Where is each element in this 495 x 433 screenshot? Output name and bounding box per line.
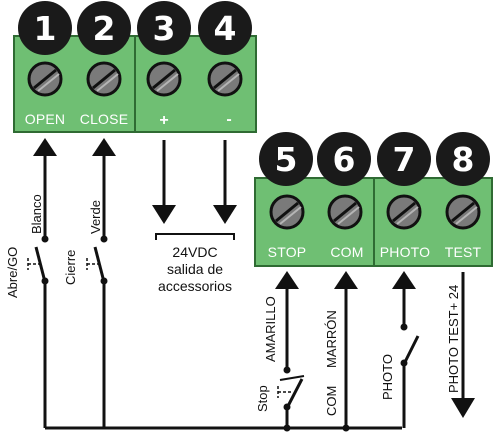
terminal-1[interactable]: 1 OPEN (18, 1, 72, 127)
terminal-block-1: 1 OPEN 2 CLOSE 3 (13, 1, 257, 133)
stop-switch-label: Stop (255, 385, 270, 412)
accessory-line-1: 24VDC (172, 244, 217, 260)
terminal-7-label: PHOTO (380, 244, 431, 260)
terminal-2-number: 2 (93, 9, 116, 48)
terminal-8[interactable]: 8 TEST (436, 132, 490, 260)
com-wire-arrowhead (334, 271, 358, 289)
terminal-6-badge (317, 132, 371, 186)
terminal-3-number: 3 (153, 9, 176, 48)
terminal-5-badge (259, 132, 313, 186)
terminal-4[interactable]: 4 - (198, 1, 252, 128)
terminal-2-badge (77, 1, 131, 55)
terminal-6-screw-icon[interactable] (327, 194, 363, 230)
terminal-4-number: 4 (214, 9, 237, 48)
terminal-2-label: CLOSE (80, 111, 128, 127)
stop-switch-arm (285, 378, 304, 409)
switch-dots (41, 235, 408, 432)
terminal-4-label: - (226, 111, 231, 128)
accessory-plus-arrowhead (152, 205, 176, 224)
stop-wire-label: AMARILLO (263, 296, 278, 362)
actuator-symbols (27, 258, 292, 398)
com-wire-label: MARRÓN (324, 310, 339, 368)
terminal-3-badge (137, 1, 191, 55)
terminal-4-screw-icon[interactable] (207, 61, 243, 97)
terminal-8-number: 8 (452, 140, 475, 179)
stop-switch-bar (279, 375, 305, 381)
photo-switch-arm (402, 335, 420, 365)
terminal-1-badge (18, 1, 72, 55)
terminal-8-screw-icon[interactable] (445, 194, 481, 230)
terminal-2-screw-icon[interactable] (86, 61, 122, 97)
terminal-block-2: 5 STOP 6 COM 7 (254, 132, 493, 267)
terminal-6[interactable]: 6 COM (317, 132, 371, 260)
stop-wire-arrowhead (275, 271, 299, 289)
terminal-5-screw-icon[interactable] (269, 194, 305, 230)
close-switch-arm (93, 246, 106, 283)
close-switch-label: Cierre (63, 250, 78, 285)
terminal-8-badge (436, 132, 490, 186)
terminal-2[interactable]: 2 CLOSE (77, 1, 131, 127)
open-wire-label: Blanco (29, 194, 44, 234)
photo-test-label: PHOTO TEST+ 24 (446, 285, 461, 393)
open-switch-label: Abre/GO (5, 247, 20, 298)
open-wire-arrowhead (33, 138, 57, 156)
terminal-1-screw-icon[interactable] (27, 61, 63, 97)
terminal-7[interactable]: 7 PHOTO (377, 132, 431, 260)
photo-contact-label: PHOTO (380, 354, 395, 400)
terminal-8-label: TEST (445, 244, 482, 260)
terminal-4-badge (198, 1, 252, 55)
photo-wire-arrowhead (392, 271, 416, 289)
open-switch-arm (34, 246, 47, 283)
terminal-5-label: STOP (268, 244, 307, 260)
accessory-minus-arrowhead (213, 205, 237, 224)
terminal-5-number: 5 (275, 140, 298, 179)
terminal-6-number: 6 (333, 140, 356, 179)
close-wire-arrowhead (92, 138, 116, 156)
accessory-bracket (155, 233, 235, 240)
terminal-3-label: + (159, 112, 168, 129)
terminal-3[interactable]: 3 + (137, 1, 191, 129)
accessory-line-2: salida de (167, 261, 223, 277)
terminal-7-badge (377, 132, 431, 186)
terminal-7-number: 7 (393, 140, 416, 179)
photo-test-arrowhead (451, 398, 475, 418)
com-bottom-label: COM (324, 386, 339, 416)
terminal-6-label: COM (330, 244, 363, 260)
terminal-5[interactable]: 5 STOP (259, 132, 313, 260)
terminal-1-number: 1 (34, 9, 57, 48)
terminal-7-screw-icon[interactable] (386, 194, 422, 230)
terminal-3-screw-icon[interactable] (146, 61, 182, 97)
close-wire-label: Verde (88, 200, 103, 234)
terminal-1-label: OPEN (25, 111, 65, 127)
accessory-line-3: accessorios (158, 278, 232, 294)
